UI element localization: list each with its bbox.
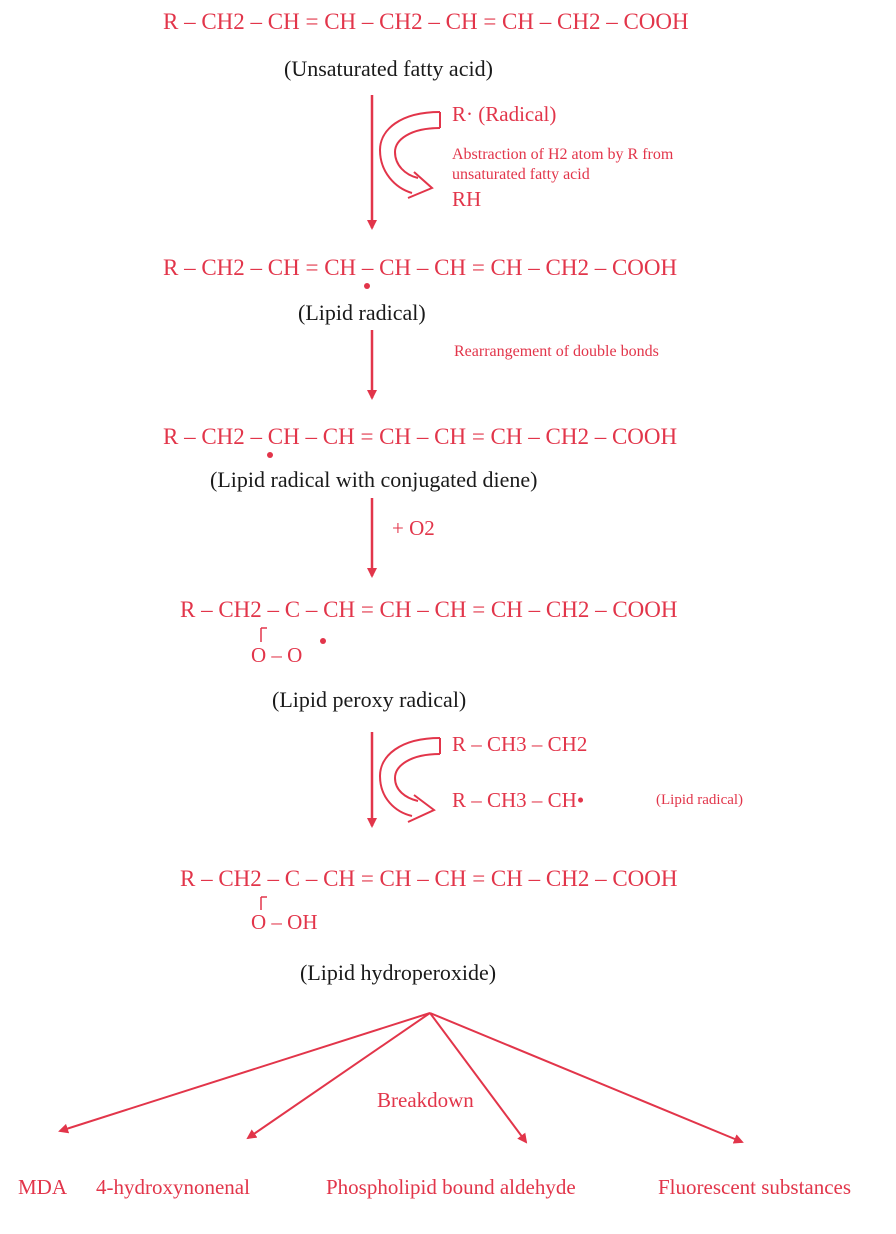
structure-2-name: (Lipid radical) — [298, 300, 426, 325]
arrow-to-aldehyde — [429, 1012, 528, 1144]
step-4-reactant: R – CH3 – CH2 — [452, 732, 588, 756]
radical-dot-1 — [364, 283, 370, 289]
step-1-note-1: Abstraction of H2 atom by R from — [452, 146, 674, 163]
step-1-reactant: R· (Radical) — [452, 102, 557, 126]
product-4-hydroxynonenal: 4-hydroxynonenal — [96, 1175, 250, 1199]
curved-arrow-2 — [378, 737, 441, 823]
step-4-product: R – CH3 – CH• — [452, 788, 585, 812]
radical-dot-2 — [267, 452, 273, 458]
structure-3-name: (Lipid radical with conjugated diene) — [210, 467, 538, 492]
arrow-to-mda — [58, 1012, 431, 1134]
structure-4-name: (Lipid peroxy radical) — [272, 687, 467, 712]
step-1-product: RH — [452, 187, 482, 211]
structure-5-name: (Lipid hydroperoxide) — [300, 960, 497, 985]
product-phospholipid-aldehyde: Phospholipid bound aldehyde — [326, 1175, 576, 1199]
step-4-product-note: (Lipid radical) — [656, 792, 744, 808]
structure-2-formula: R – CH2 – CH = CH – CH – CH = CH – CH2 –… — [163, 255, 678, 280]
step-2-note: Rearrangement of double bonds — [454, 343, 659, 360]
radical-dot-3 — [320, 638, 326, 644]
curved-arrow-1 — [378, 111, 441, 199]
structure-1-name: (Unsaturated fatty acid) — [284, 56, 493, 81]
structure-4-formula: R – CH2 – C – CH = CH – CH = CH – CH2 – … — [180, 597, 678, 622]
arrow-to-fluorescent — [429, 1012, 744, 1144]
structure-3-formula: R – CH2 – CH – CH = CH – CH = CH – CH2 –… — [163, 424, 678, 449]
structure-5-branch: O – OH — [251, 910, 318, 934]
product-fluorescent-substances: Fluorescent substances — [658, 1175, 852, 1199]
product-mda: MDA — [18, 1175, 68, 1199]
breakdown-label: Breakdown — [377, 1088, 474, 1112]
step-1-note-2: unsaturated fatty acid — [452, 166, 590, 183]
step-3-reagent: + O2 — [392, 516, 435, 540]
arrow-to-hne — [246, 1012, 431, 1140]
structure-1-formula: R – CH2 – CH = CH – CH2 – CH = CH – CH2 … — [163, 9, 689, 34]
structure-4-branch: O – O — [251, 643, 303, 667]
structure-5-formula: R – CH2 – C – CH = CH – CH = CH – CH2 – … — [180, 866, 678, 891]
